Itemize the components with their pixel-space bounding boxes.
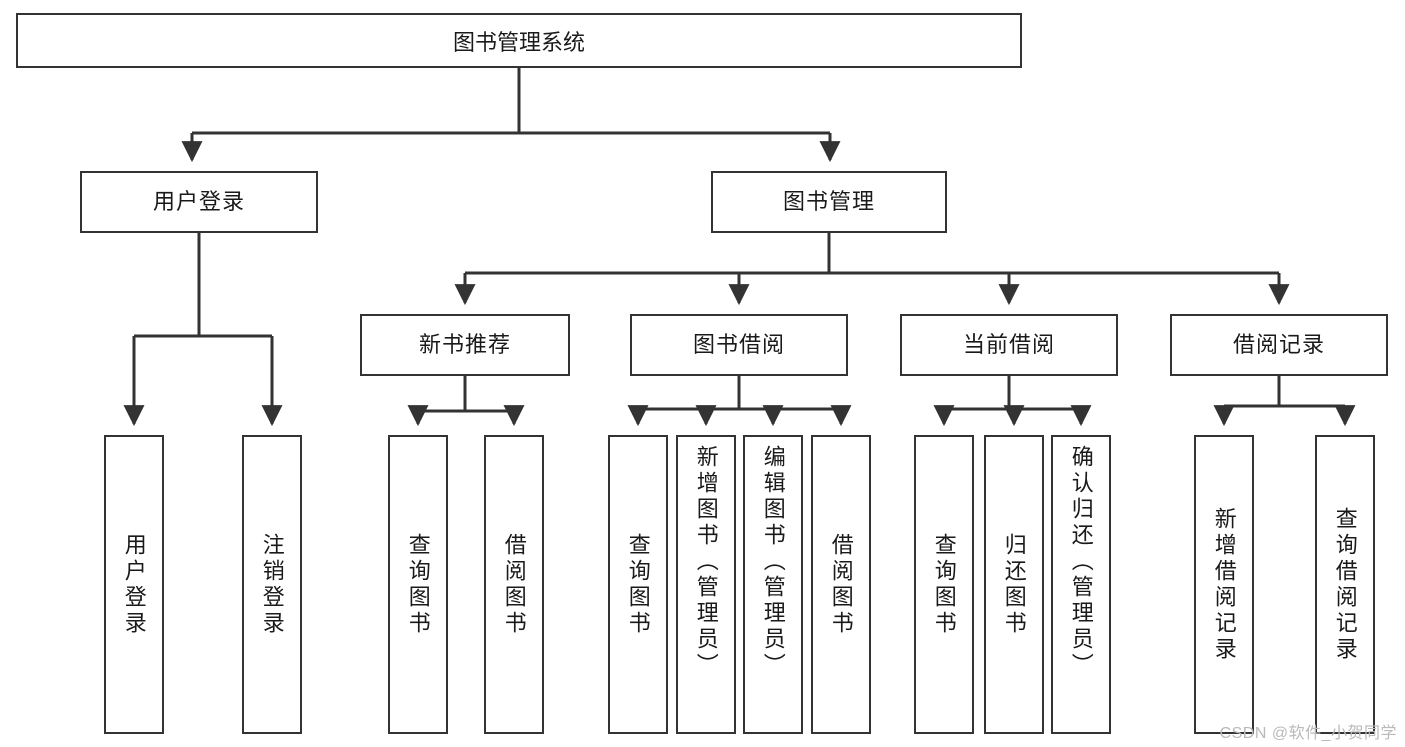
leaf-query-book-current[interactable]: 查询图书 bbox=[914, 435, 974, 734]
node-label: 图书借阅 bbox=[692, 331, 785, 357]
node-label: 新增借阅记录 bbox=[1211, 506, 1237, 663]
node-label: 查询图书 bbox=[405, 532, 431, 637]
watermark: CSDN @软件_小贺同学 bbox=[1219, 725, 1397, 742]
node-label: 借阅图书 bbox=[501, 532, 527, 637]
node-label: 查询图书 bbox=[931, 532, 957, 637]
leaf-add-book-admin[interactable]: 新增图书（管理员） bbox=[676, 435, 736, 734]
node-user-login[interactable]: 用户登录 bbox=[80, 171, 318, 233]
leaf-return-book[interactable]: 归还图书 bbox=[984, 435, 1044, 734]
leaf-query-book-borrow[interactable]: 查询图书 bbox=[608, 435, 668, 734]
leaf-logout-login[interactable]: 注销登录 bbox=[242, 435, 302, 734]
leaf-user-login[interactable]: 用户登录 bbox=[104, 435, 164, 734]
node-label: 注销登录 bbox=[259, 532, 285, 637]
node-label: 用户登录 bbox=[121, 532, 147, 637]
node-book-borrow[interactable]: 图书借阅 bbox=[630, 314, 848, 376]
node-label: 查询图书 bbox=[625, 532, 651, 637]
node-label: 编辑图书（管理员） bbox=[760, 445, 786, 679]
node-new-book-recommend[interactable]: 新书推荐 bbox=[360, 314, 570, 376]
leaf-confirm-return-admin[interactable]: 确认归还（管理员） bbox=[1051, 435, 1111, 734]
leaf-query-borrow-record[interactable]: 查询借阅记录 bbox=[1315, 435, 1375, 734]
node-borrow-record[interactable]: 借阅记录 bbox=[1170, 314, 1388, 376]
node-label: 图书管理系统 bbox=[452, 29, 585, 55]
node-current-borrow[interactable]: 当前借阅 bbox=[900, 314, 1118, 376]
leaf-borrow-book-recommend[interactable]: 借阅图书 bbox=[484, 435, 544, 734]
leaf-query-book-recommend[interactable]: 查询图书 bbox=[388, 435, 448, 734]
node-label: 借阅记录 bbox=[1232, 331, 1325, 357]
node-label: 当前借阅 bbox=[962, 331, 1055, 357]
node-label: 用户登录 bbox=[152, 188, 245, 214]
node-label: 归还图书 bbox=[1001, 532, 1027, 637]
node-root[interactable]: 图书管理系统 bbox=[16, 13, 1022, 68]
node-book-management[interactable]: 图书管理 bbox=[711, 171, 947, 233]
leaf-edit-book-admin[interactable]: 编辑图书（管理员） bbox=[743, 435, 803, 734]
node-label: 新书推荐 bbox=[418, 331, 511, 357]
node-label: 确认归还（管理员） bbox=[1068, 445, 1094, 679]
node-label: 借阅图书 bbox=[828, 532, 854, 637]
leaf-add-borrow-record[interactable]: 新增借阅记录 bbox=[1194, 435, 1254, 734]
node-label: 查询借阅记录 bbox=[1332, 506, 1358, 663]
node-label: 图书管理 bbox=[782, 188, 875, 214]
leaf-borrow-book[interactable]: 借阅图书 bbox=[811, 435, 871, 734]
node-label: 新增图书（管理员） bbox=[693, 445, 719, 679]
